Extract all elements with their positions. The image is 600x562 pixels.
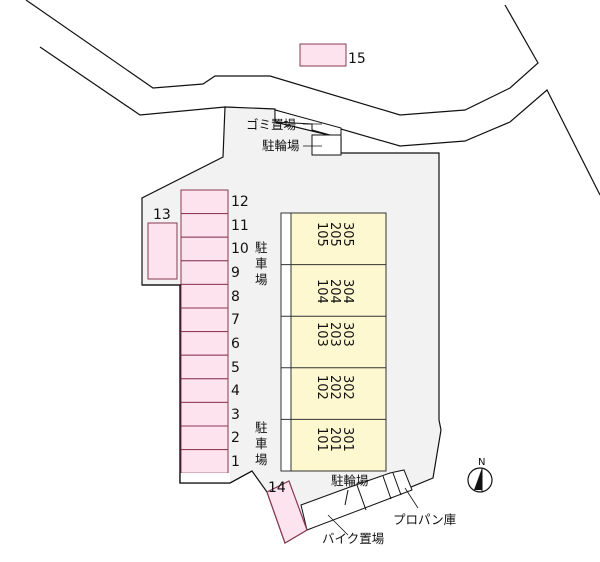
- svg-text:駐: 駐: [255, 420, 268, 435]
- bicycle-top-label: 駐輪場: [262, 138, 300, 153]
- bike-area-label: バイク置場: [322, 531, 384, 546]
- unit-102: 102: [314, 375, 329, 400]
- parking-slot-15[interactable]: [299, 43, 347, 67]
- svg-text:1: 1: [231, 454, 240, 470]
- svg-text:12: 12: [231, 194, 249, 210]
- slot-numbers: 12 11 10 9 8 7 6 5 4 3 2 1: [231, 194, 249, 470]
- svg-text:3: 3: [231, 407, 240, 423]
- apartment-building: [280, 212, 387, 472]
- parking-slot-1[interactable]: [180, 449, 229, 474]
- unit-203: 203: [327, 322, 342, 347]
- parking-slot-5[interactable]: [180, 354, 229, 380]
- north-label: N: [478, 457, 485, 468]
- parking-slot-13[interactable]: [147, 222, 178, 280]
- svg-text:10: 10: [231, 241, 249, 257]
- svg-text:4: 4: [231, 383, 240, 399]
- svg-text:6: 6: [231, 336, 240, 352]
- unit-305: 305: [340, 222, 355, 247]
- unit-205: 205: [327, 222, 342, 247]
- road: [25, 0, 600, 196]
- parking-slot-12[interactable]: [180, 189, 229, 215]
- parking-slot-8[interactable]: [180, 283, 229, 309]
- svg-text:2: 2: [231, 430, 240, 446]
- parking-slot-4[interactable]: [180, 378, 229, 403]
- unit-block-2: 304 204 104: [314, 279, 355, 304]
- parking-label-lower: 駐 車 場: [255, 420, 268, 467]
- road-lower-edge: [39, 46, 600, 196]
- unit-101: 101: [314, 427, 329, 452]
- slot-15-label: 15: [348, 51, 366, 67]
- unit-304: 304: [340, 279, 355, 304]
- unit-202: 202: [327, 375, 342, 400]
- svg-text:車: 車: [255, 436, 268, 451]
- svg-text:8: 8: [231, 289, 240, 305]
- parking-slot-11[interactable]: [180, 213, 229, 238]
- unit-104: 104: [314, 279, 329, 304]
- parking-column: [180, 189, 229, 474]
- parking-label-upper: 駐 車 場: [255, 240, 268, 287]
- unit-302: 302: [340, 375, 355, 400]
- svg-text:駐: 駐: [255, 240, 268, 255]
- svg-text:11: 11: [231, 218, 249, 234]
- unit-block-5: 301 201 101: [314, 427, 355, 452]
- bicycle-bottom-label: 駐輪場: [331, 473, 369, 488]
- parking-slot-14[interactable]: [266, 480, 308, 544]
- parking-slot-6[interactable]: [180, 331, 229, 356]
- parking-slot-7[interactable]: [180, 307, 229, 333]
- slot-13-label: 13: [153, 207, 171, 223]
- unit-block-1: 305 205 105: [314, 222, 355, 247]
- svg-text:場: 場: [255, 272, 268, 287]
- unit-103: 103: [314, 322, 329, 347]
- unit-block-4: 302 202 102: [314, 375, 355, 400]
- unit-204: 204: [327, 279, 342, 304]
- parking-slot-9[interactable]: [180, 260, 229, 285]
- propane-label: プロパン庫: [393, 512, 456, 527]
- garbage-area: [274, 109, 342, 139]
- svg-text:5: 5: [231, 360, 240, 376]
- unit-301: 301: [340, 427, 355, 452]
- parking-slot-2[interactable]: [180, 425, 229, 451]
- unit-105: 105: [314, 222, 329, 247]
- unit-303: 303: [340, 322, 355, 347]
- svg-text:車: 車: [255, 256, 268, 271]
- garbage-label: ゴミ置場: [246, 117, 296, 132]
- svg-text:場: 場: [255, 452, 268, 467]
- bicycle-parking-top: [311, 134, 342, 156]
- unit-block-3: 303 203 103: [314, 322, 355, 347]
- parking-slot-3[interactable]: [180, 401, 229, 427]
- svg-text:7: 7: [231, 312, 240, 328]
- road-upper-edge: [25, 0, 539, 116]
- slot-14-label: 14: [268, 480, 286, 496]
- north-arrow-icon: N: [467, 457, 493, 493]
- unit-201: 201: [327, 427, 342, 452]
- parking-slot-10[interactable]: [180, 236, 229, 262]
- svg-text:9: 9: [231, 265, 240, 281]
